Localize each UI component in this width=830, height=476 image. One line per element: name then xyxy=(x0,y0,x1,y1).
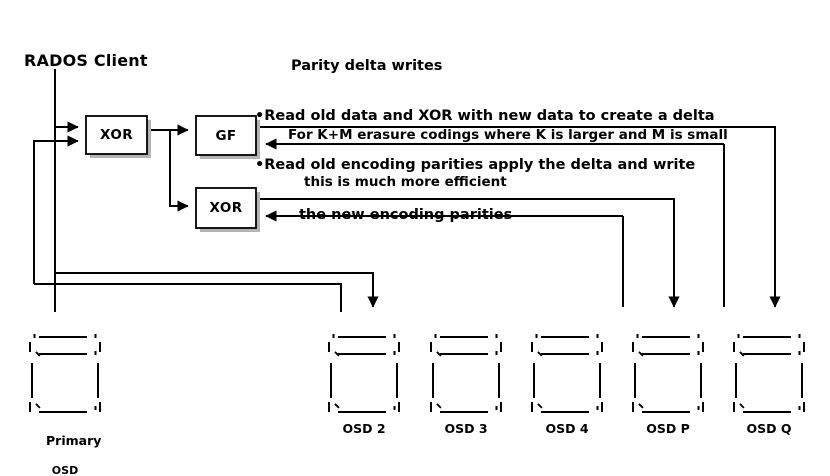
edge-osd2-return-to-xor xyxy=(33,135,79,284)
note-heading: Parity delta writes xyxy=(291,58,443,74)
box-label-gf[interactable]: GF xyxy=(215,127,237,144)
note-bullet-2-cont: the new encoding parities xyxy=(299,206,513,223)
note-bullet-2: •Read old encoding parities apply the de… xyxy=(255,157,696,173)
osd-label-osd2: OSD 2 xyxy=(342,421,386,436)
edge-osd2-readback xyxy=(34,283,342,312)
efficiency-line-1: For K+M erasure codings where K is large… xyxy=(288,127,728,143)
osd-cylinder-group xyxy=(29,334,805,413)
note-bullet-1: •Read old data and XOR with new data to … xyxy=(255,107,715,124)
edge-gf-out-to-osdq xyxy=(256,126,781,308)
osd-cylinder-primary xyxy=(29,334,101,413)
osd-cylinder-osdq xyxy=(733,334,805,413)
osd-cylinder-osd4 xyxy=(531,334,603,413)
edge-delta-to-osd2 xyxy=(55,272,379,308)
box-label-xor-primary[interactable]: XOR xyxy=(100,127,133,143)
osd-label-osd4: OSD 4 xyxy=(545,421,589,436)
edge-xorparity-out-to-osdp xyxy=(256,198,680,308)
osd-cylinder-osdp xyxy=(632,334,704,413)
box-xor-parity xyxy=(195,187,257,229)
edge-xor-fanout-down xyxy=(169,130,189,212)
box-gf xyxy=(195,115,257,156)
efficiency-line-2: this is much more efficient xyxy=(304,173,507,190)
osd-label-osdq: OSD Q xyxy=(746,421,792,436)
osd-label-primary-main: Primary xyxy=(46,433,102,448)
process-box-group xyxy=(85,115,260,232)
efficiency-note: For K+M erasure codings where K is large… xyxy=(288,97,728,221)
osd-cylinder-osd3 xyxy=(430,334,502,413)
box-xor-primary xyxy=(85,115,148,155)
osd-cylinder-osd2 xyxy=(328,334,400,413)
osd-label-primary-sub: OSD xyxy=(51,464,79,476)
osd-label-osdp: OSD P xyxy=(646,421,690,436)
osd-label-primary: Primary OSD xyxy=(15,418,115,476)
osd-label-osd3: OSD 3 xyxy=(444,421,488,436)
rados-client-label: RADOS Client xyxy=(24,51,148,70)
edge-client-to-xor xyxy=(54,69,79,133)
parity-delta-note: Parity delta writes •Read old data and X… xyxy=(255,25,715,256)
box-label-xor-parity[interactable]: XOR xyxy=(209,200,243,216)
